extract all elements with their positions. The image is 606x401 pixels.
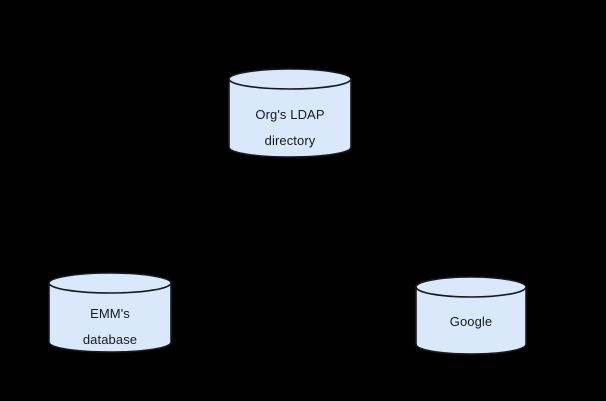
node-ldap-directory[interactable]: Org's LDAP directory (228, 68, 352, 158)
database-cylinder-icon (48, 272, 172, 353)
node-emm-database[interactable]: EMM's database (48, 272, 172, 353)
database-cylinder-icon (228, 68, 352, 158)
node-google[interactable]: Google (415, 276, 527, 355)
database-cylinder-icon (415, 276, 527, 355)
